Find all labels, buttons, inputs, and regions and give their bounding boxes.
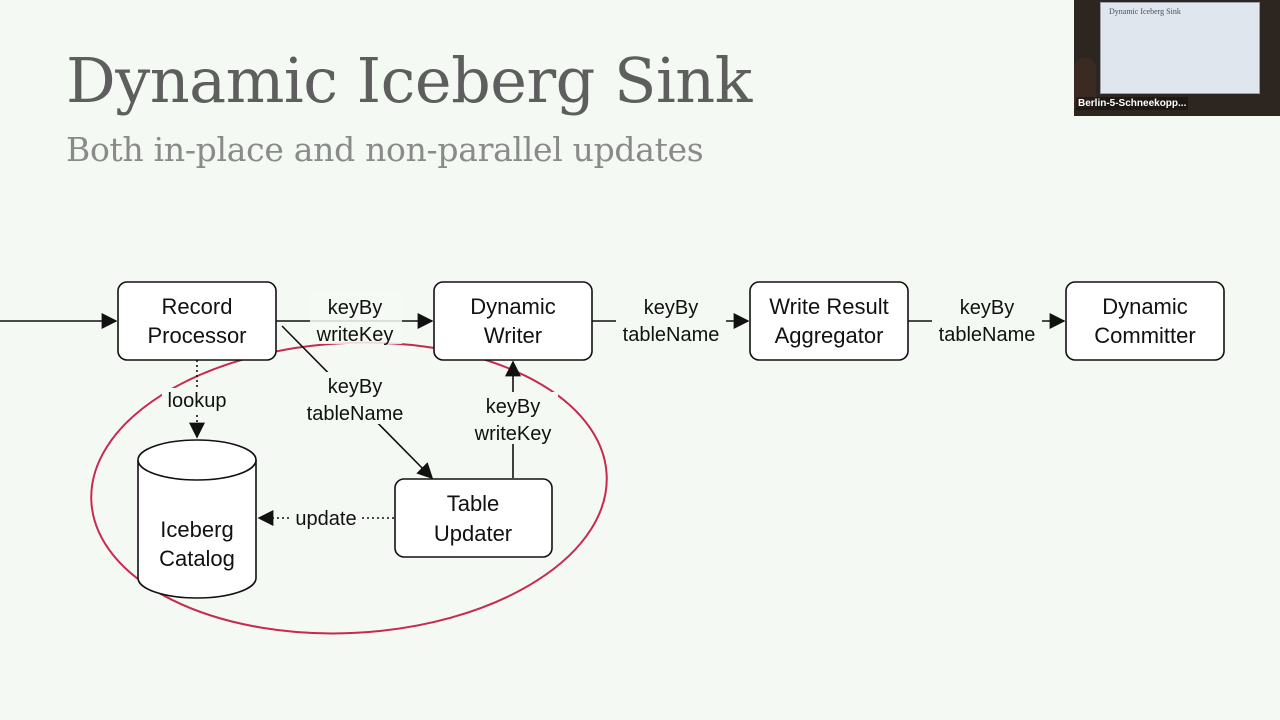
edge-label: keyBy bbox=[486, 396, 540, 418]
node-label: Iceberg bbox=[160, 517, 233, 542]
node-label: Committer bbox=[1094, 323, 1195, 348]
node-dynamic-writer: Dynamic Writer bbox=[433, 281, 593, 361]
screen-title: Dynamic Iceberg Sink bbox=[1109, 7, 1181, 16]
edge-label: writeKey bbox=[316, 324, 394, 346]
node-label: Processor bbox=[147, 323, 246, 348]
edge-label: update bbox=[295, 508, 356, 530]
edge-label: keyBy bbox=[644, 297, 698, 319]
edge-label: lookup bbox=[168, 390, 227, 412]
participant-name: Berlin-5-Schneekopp... bbox=[1076, 97, 1189, 110]
speaker-silhouette bbox=[1074, 58, 1096, 108]
node-record-processor: Record Processor bbox=[117, 281, 277, 361]
edge-label: tableName bbox=[939, 324, 1036, 346]
edge-label: tableName bbox=[623, 324, 720, 346]
slide-subtitle: Both in-place and non-parallel updates bbox=[66, 130, 704, 169]
node-label: Aggregator bbox=[775, 323, 884, 348]
video-thumbnail[interactable]: Dynamic Iceberg Sink Berlin-5-Schneekopp… bbox=[1074, 0, 1280, 116]
node-label: Write Result bbox=[769, 294, 888, 319]
node-iceberg-catalog: Iceberg Catalog bbox=[137, 439, 257, 599]
edge-label: tableName bbox=[307, 403, 404, 425]
node-label: Table bbox=[447, 491, 500, 516]
presentation-screen-thumbnail: Dynamic Iceberg Sink bbox=[1100, 2, 1260, 94]
node-label: Record bbox=[162, 294, 233, 319]
node-label: Writer bbox=[484, 323, 542, 348]
node-label: Dynamic bbox=[1102, 294, 1188, 319]
edge-label: keyBy bbox=[328, 297, 382, 319]
node-dynamic-committer: Dynamic Committer bbox=[1065, 281, 1225, 361]
node-label: Updater bbox=[434, 521, 512, 546]
node-write-result-aggregator: Write Result Aggregator bbox=[749, 281, 909, 361]
node-label: Dynamic bbox=[470, 294, 556, 319]
edge-label: keyBy bbox=[960, 297, 1014, 319]
edge-label: keyBy bbox=[328, 376, 382, 398]
slide-title: Dynamic Iceberg Sink bbox=[66, 44, 752, 117]
node-label: Catalog bbox=[159, 546, 235, 571]
edge-label: writeKey bbox=[474, 423, 552, 445]
node-table-updater: Table Updater bbox=[394, 478, 553, 558]
